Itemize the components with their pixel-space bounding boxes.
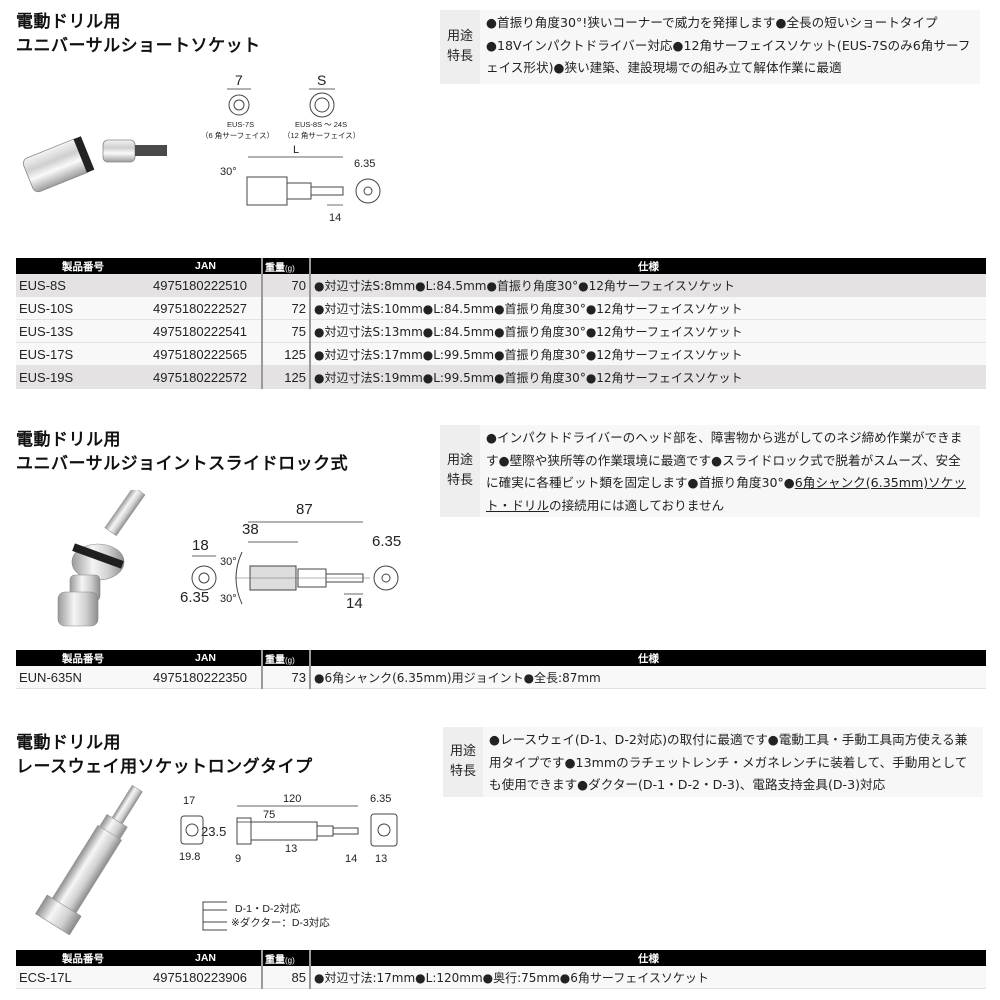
svg-text:D-1・D-2対応: D-1・D-2対応 (235, 902, 301, 915)
section2-dimension-diagram: 87 38 18 6.35 6.35 14 30° 30° (180, 501, 401, 612)
section1-title: 電動ドリル用 ユニバーサルショートソケット (16, 10, 261, 58)
feature-text: ●インパクトドライバーのヘッド部を、障害物から逃がしてのネジ締め作業ができます●… (486, 430, 966, 513)
feature-label: 用途特長 (440, 10, 480, 84)
svg-text:23.5: 23.5 (201, 824, 226, 839)
header-spec: 仕様 (310, 650, 986, 666)
table-header: 製品番号 JAN 重量(g) 仕様 (16, 258, 986, 274)
universal-joint-slide-lock-photo (57, 490, 146, 627)
svg-text:87: 87 (296, 501, 313, 518)
svg-text:6.35: 6.35 (370, 793, 391, 805)
svg-text:38: 38 (242, 521, 259, 538)
title-line1: 電動ドリル用 (16, 430, 121, 450)
svg-text:30°: 30° (220, 593, 237, 605)
section3-title: 電動ドリル用 レースウェイ用ソケットロングタイプ (16, 731, 313, 779)
svg-text:6.35: 6.35 (180, 589, 209, 606)
header-jan: JAN (150, 258, 263, 274)
section1-features-box: 用途特長 ●首振り角度30°!狭いコーナーで威力を発揮します●全長の短いショート… (440, 10, 980, 84)
svg-text:30°: 30° (220, 166, 237, 178)
section3-dimension-diagram: 17 19.8 23.5 120 75 9 13 14 6.35 13 D-1・… (179, 793, 398, 931)
section1-shank-diagram: 6.35 (354, 158, 381, 204)
raceway-long-socket-photo (35, 785, 143, 935)
feature-label: 用途特長 (440, 425, 480, 517)
svg-text:L: L (293, 144, 299, 156)
universal-short-socket-photo (22, 136, 167, 193)
underlined-warning: 6角シャンク(6.35mm)ソケット・ドリル (486, 475, 966, 513)
svg-text:6.35: 6.35 (372, 533, 401, 550)
svg-text:13: 13 (375, 853, 387, 865)
header-spec: 仕様 (310, 950, 986, 966)
table-header: 製品番号 JAN 重量(g) 仕様 (16, 650, 986, 666)
svg-text:6.35: 6.35 (354, 158, 375, 170)
svg-text:S: S (317, 72, 326, 88)
section1-dimension-diagram: 7 S EUS-7S EUS-8S ～ 24S （6 角サーフェイス） （12 … (201, 72, 360, 224)
header-spec: 仕様 (310, 258, 986, 274)
svg-text:7: 7 (235, 72, 243, 88)
section2-features-box: 用途特長 ●インパクトドライバーのヘッド部を、障害物から逃がしてのネジ締め作業が… (440, 425, 980, 517)
svg-text:75: 75 (263, 809, 275, 821)
svg-text:14: 14 (329, 212, 341, 224)
svg-text:14: 14 (346, 595, 363, 612)
svg-text:EUS-7S: EUS-7S (227, 120, 254, 129)
header-weight: 重量(g) (262, 650, 311, 666)
header-model: 製品番号 (16, 950, 150, 966)
svg-text:EUS-8S ～ 24S: EUS-8S ～ 24S (295, 120, 347, 129)
feature-text: ●レースウェイ(D-1、D-2対応)の取付に最適です●電動工具・手動工具両方使え… (489, 732, 968, 792)
svg-text:（6 角サーフェイス）: （6 角サーフェイス） (201, 130, 274, 140)
title-line2: ユニバーサルジョイントスライドロック式 (16, 454, 349, 474)
svg-text:9: 9 (235, 853, 241, 865)
svg-text:17: 17 (183, 795, 195, 807)
title-line1: 電動ドリル用 (16, 733, 121, 753)
svg-text:14: 14 (345, 853, 357, 865)
header-weight: 重量(g) (262, 950, 311, 966)
svg-text:（12 角サーフェイス）: （12 角サーフェイス） (283, 130, 360, 140)
svg-text:30°: 30° (220, 556, 237, 568)
svg-text:19.8: 19.8 (179, 851, 200, 863)
header-model: 製品番号 (16, 258, 150, 274)
section3-features-box: 用途特長 ●レースウェイ(D-1、D-2対応)の取付に最適です●電動工具・手動工… (443, 727, 983, 797)
svg-text:18: 18 (192, 537, 209, 554)
feature-label: 用途特長 (443, 727, 483, 797)
svg-text:※ダクター：D-3対応: ※ダクター：D-3対応 (231, 916, 330, 929)
header-weight: 重量(g) (262, 258, 311, 274)
header-jan: JAN (150, 650, 263, 666)
table-header: 製品番号 JAN 重量(g) 仕様 (16, 950, 986, 966)
title-line2: ユニバーサルショートソケット (16, 36, 261, 56)
svg-text:120: 120 (283, 793, 301, 805)
header-model: 製品番号 (16, 650, 150, 666)
svg-text:13: 13 (285, 843, 297, 855)
feature-text: ●首振り角度30°!狭いコーナーで威力を発揮します●全長の短いショートタイプ●1… (486, 15, 971, 75)
title-line1: 電動ドリル用 (16, 12, 121, 32)
header-jan: JAN (150, 950, 263, 966)
title-line2: レースウェイ用ソケットロングタイプ (16, 757, 313, 777)
section2-title: 電動ドリル用 ユニバーサルジョイントスライドロック式 (16, 428, 348, 476)
